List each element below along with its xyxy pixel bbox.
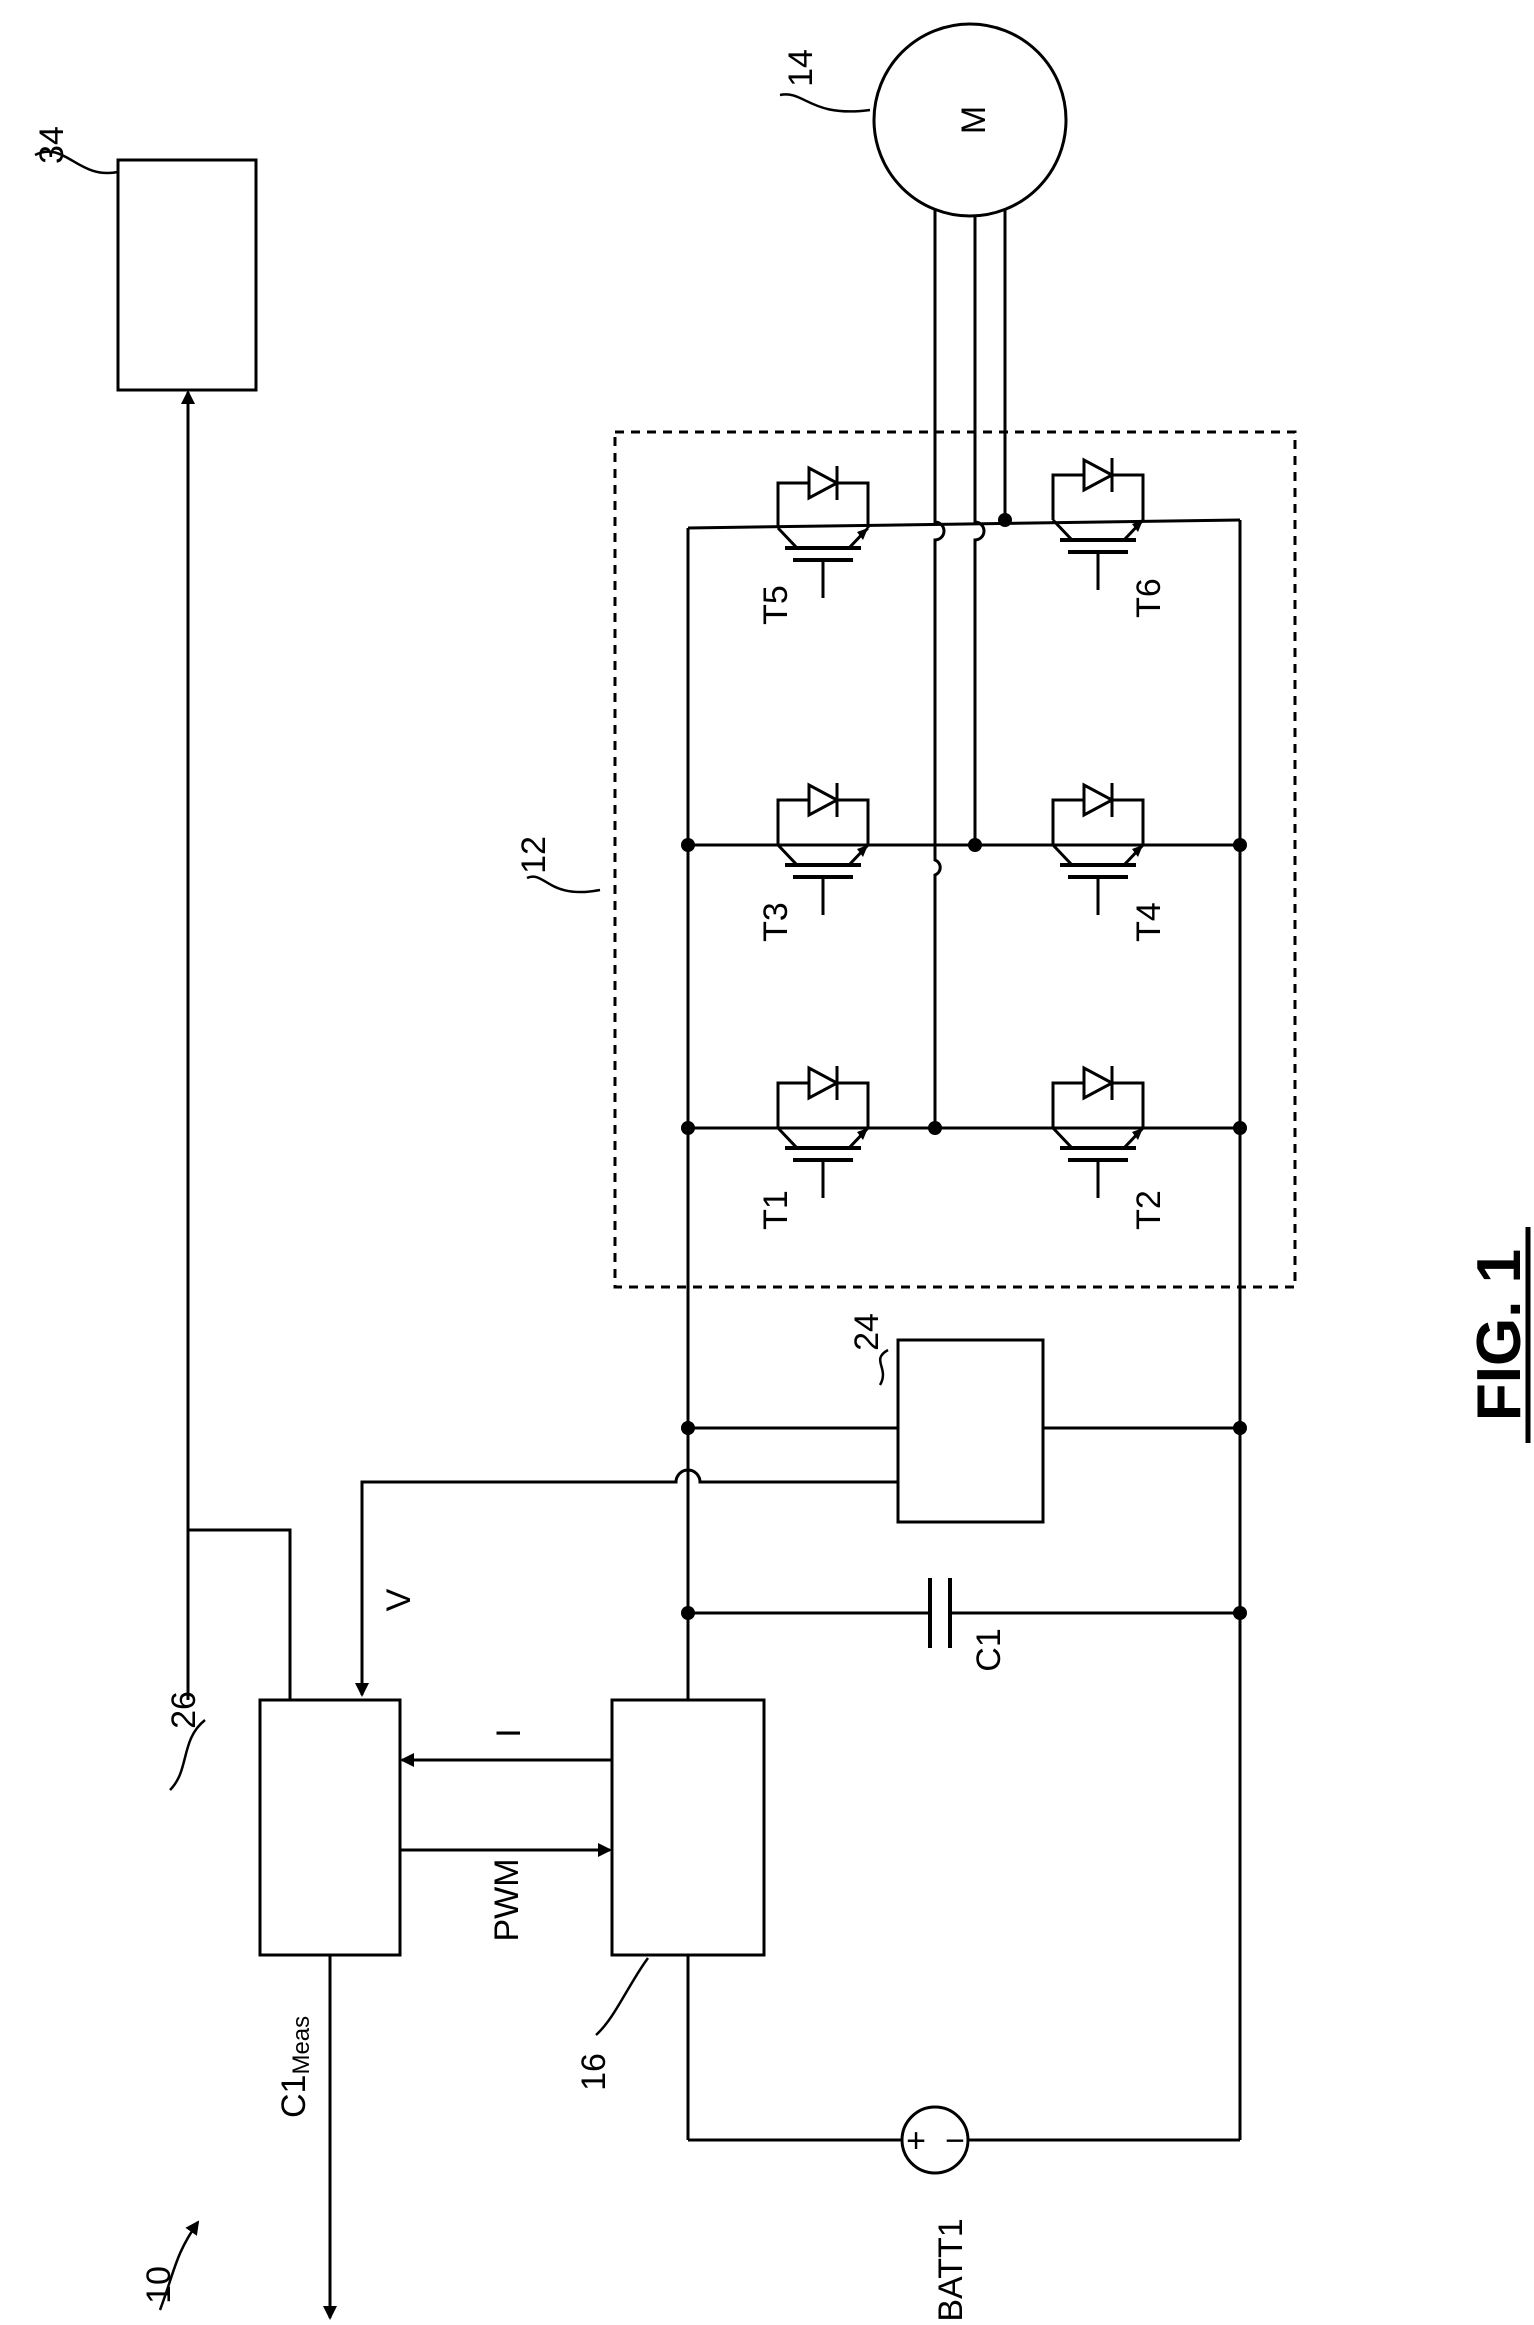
t4-label: T4	[1130, 902, 1168, 942]
inverter-ref: 12	[515, 836, 553, 874]
battery-symbol: + −	[902, 2107, 968, 2173]
phase-wires	[935, 205, 1005, 1128]
voltage-signal-label: V	[380, 1588, 418, 1611]
controller-box	[260, 1700, 400, 1955]
t5-label: T5	[757, 585, 795, 625]
controller-ref: 26	[165, 1691, 203, 1729]
motor: M	[874, 24, 1066, 216]
current-sensor-ref: 16	[575, 2053, 613, 2091]
battery-plus-label: +	[906, 2122, 926, 2160]
capacitor-label: C1	[970, 1628, 1008, 1671]
switch-t2	[1053, 1066, 1143, 1198]
t2-label: T2	[1130, 1190, 1168, 1230]
inverter-enclosure	[615, 432, 1295, 1287]
switch-t5	[778, 466, 868, 598]
pwm-signal-label: PWM	[488, 1858, 526, 1941]
current-signal-label: I	[490, 1728, 528, 1737]
svg-text:C1Meas: C1Meas	[275, 2016, 315, 2118]
switch-t1	[778, 1066, 868, 1198]
motor-label: M	[955, 106, 993, 134]
t6-label: T6	[1130, 578, 1168, 618]
voltage-sensor-ref: 24	[848, 1313, 886, 1351]
motor-ref: 14	[782, 49, 820, 87]
figure-title: FIG. 1	[1465, 1227, 1534, 1443]
svg-text:FIG. 1: FIG. 1	[1465, 1249, 1534, 1421]
c1-meas-label: C1Meas	[275, 2016, 315, 2118]
capacitor-c1	[688, 1578, 1240, 1648]
battery-label: BATT1	[932, 2218, 970, 2321]
system-ref: 10	[140, 2266, 178, 2304]
t3-label: T3	[757, 902, 795, 942]
output-device-ref: 34	[33, 126, 71, 164]
t1-label: T1	[757, 1190, 795, 1230]
switch-t4	[1053, 783, 1143, 915]
switch-t3	[778, 783, 868, 915]
voltage-sensor-box	[898, 1340, 1043, 1522]
battery-minus-label: −	[945, 2122, 965, 2160]
output-device-box	[118, 160, 256, 390]
current-sensor-box	[612, 1700, 764, 1955]
